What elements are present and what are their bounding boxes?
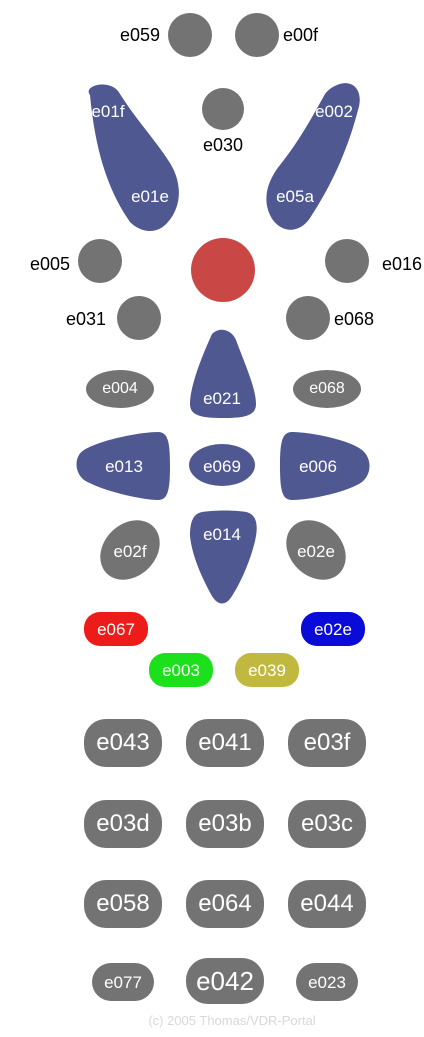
nav-up-label: e021 [203,389,241,408]
arc-left-bottom-label: e01e [131,187,169,206]
top-left-label: e059 [120,25,161,45]
mid-right-label: e016 [382,254,423,274]
num-row4-key3[interactable]: e023 [296,963,358,1001]
tilt-left-label: e02f [113,542,146,561]
arc-right-bottom-label: e05a [276,187,314,206]
blue-button[interactable]: e02e [301,612,365,646]
num-row1-key2[interactable]: e041 [186,719,264,767]
red-button[interactable]: e067 [84,612,148,646]
nav-right-label: e006 [299,457,337,476]
nav-left-shape[interactable] [76,432,171,500]
num-row3-key3[interactable]: e044 [288,880,366,928]
arc-left-shape[interactable] [88,84,179,232]
lower-right-button[interactable] [286,296,330,340]
nav-down-shape[interactable] [190,510,257,604]
center-top-button[interactable] [202,88,244,130]
green-button[interactable]: e003 [149,653,213,687]
nav-ok-label: e069 [203,457,241,476]
tilt-left-shape[interactable] [88,508,171,591]
arc-right-top-label: e002 [315,102,353,121]
tilt-right-label: e02e [297,542,335,561]
nav-up-shape[interactable] [190,329,256,418]
oval-left-button[interactable]: e004 [86,370,154,408]
num-row4-key1[interactable]: e077 [92,963,154,1001]
num-row3-key1[interactable]: e058 [84,880,162,928]
num-row4-key2[interactable]: e042 [186,958,264,1004]
lower-left-label: e031 [66,309,107,329]
top-right-label: e00f [283,25,319,45]
mid-left-label: e005 [30,254,71,274]
top-right-button[interactable] [235,13,279,57]
copyright-text: (c) 2005 Thomas/VDR-Portal [148,1013,316,1028]
num-row2-key1[interactable]: e03d [84,800,162,848]
top-left-button[interactable] [168,13,212,57]
nav-left-label: e013 [105,457,143,476]
num-row3-key2[interactable]: e064 [186,880,264,928]
nav-right-shape[interactable] [280,432,370,500]
num-row2-key2[interactable]: e03b [186,800,264,848]
nav-ok-shape[interactable] [189,444,255,486]
arc-right-shape[interactable] [266,83,360,230]
mid-right-button[interactable] [325,239,369,283]
lower-left-button[interactable] [117,296,161,340]
lower-right-label: e068 [334,309,375,329]
oval-right-button[interactable]: e068 [293,370,361,408]
arc-left-top-label: e01f [91,102,124,121]
num-row1-key3[interactable]: e03f [288,719,366,767]
center-top-label: e030 [203,135,244,155]
num-row1-key1[interactable]: e043 [84,719,162,767]
yellow-button[interactable]: e039 [235,653,299,687]
nav-down-label: e014 [203,525,241,544]
num-row2-key3[interactable]: e03c [288,800,366,848]
tilt-right-shape[interactable] [274,508,357,591]
power-button-shape[interactable] [191,238,255,302]
mid-left-button[interactable] [78,239,122,283]
